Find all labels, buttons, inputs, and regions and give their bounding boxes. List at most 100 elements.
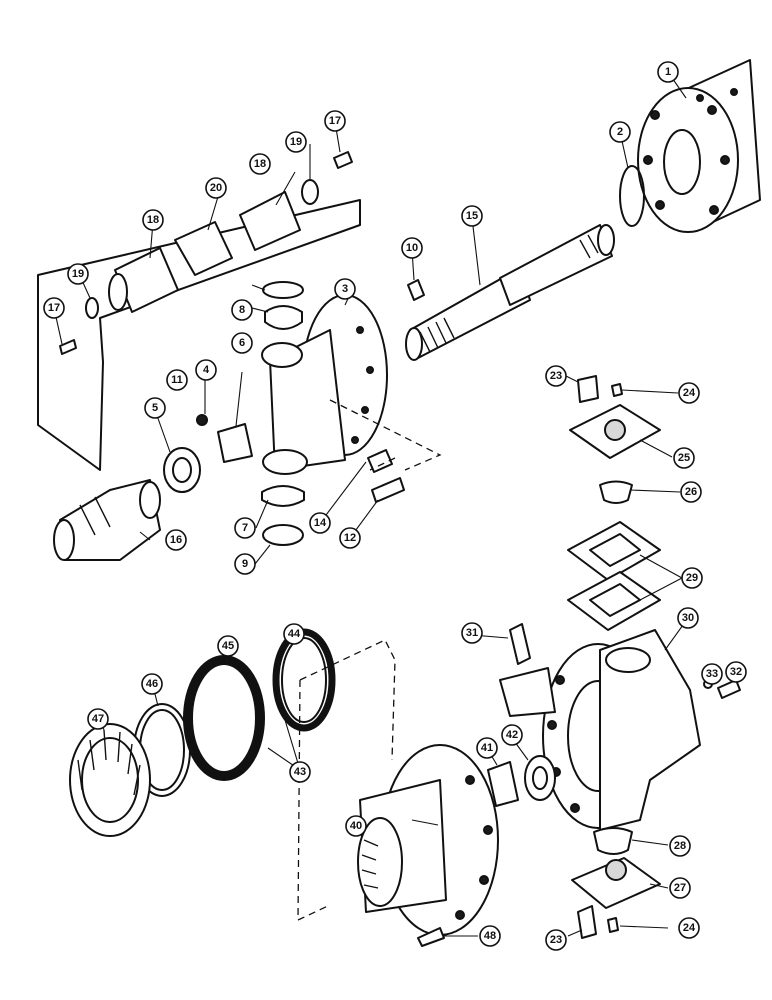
callout-41: 41 [476, 737, 498, 759]
callout-1: 1 [657, 61, 679, 83]
callout-29: 29 [681, 567, 703, 589]
svg-text:29: 29 [686, 572, 698, 584]
snap-ring-19-top [301, 179, 319, 205]
callout-17-left: 17 [43, 297, 65, 319]
svg-text:14: 14 [314, 517, 327, 529]
callout-27: 27 [669, 877, 691, 899]
callout-19-top: 19 [285, 131, 307, 153]
svg-text:26: 26 [685, 486, 697, 498]
svg-text:3: 3 [342, 283, 348, 295]
svg-text:15: 15 [466, 210, 478, 222]
svg-text:41: 41 [481, 742, 493, 754]
svg-text:42: 42 [506, 729, 518, 741]
callout-23-bottom: 23 [545, 929, 567, 951]
svg-text:32: 32 [730, 666, 742, 678]
bolt-12 [371, 477, 405, 503]
callout-43: 43 [289, 761, 311, 783]
callout-25: 25 [673, 447, 695, 469]
callout-46: 46 [141, 673, 163, 695]
seal-45 [183, 655, 265, 781]
callout-33: 33 [701, 663, 723, 685]
callout-45: 45 [217, 635, 239, 657]
svg-text:23: 23 [550, 370, 562, 382]
svg-text:31: 31 [466, 627, 478, 639]
seal-42 [524, 755, 556, 801]
svg-text:24: 24 [683, 922, 696, 934]
svg-text:16: 16 [170, 534, 182, 546]
bolt-17-left [59, 339, 77, 355]
callout-24-top: 24 [678, 382, 700, 404]
svg-text:47: 47 [92, 713, 104, 725]
seal-5 [163, 447, 201, 493]
yoke-flange [261, 294, 388, 475]
race-44 [272, 628, 336, 732]
bolt-48 [417, 927, 445, 947]
o-ring-2 [619, 165, 645, 227]
callout-24-bottom: 24 [678, 917, 700, 939]
svg-text:1: 1 [665, 66, 671, 78]
svg-text:2: 2 [617, 126, 623, 138]
callout-8: 8 [231, 299, 253, 321]
svg-text:23: 23 [550, 934, 562, 946]
callout-23-top: 23 [545, 365, 567, 387]
callout-19-left: 19 [67, 263, 89, 285]
callout-42: 42 [501, 724, 523, 746]
svg-text:48: 48 [484, 930, 496, 942]
svg-text:45: 45 [222, 640, 234, 652]
callout-26: 26 [680, 481, 702, 503]
svg-text:17: 17 [329, 115, 341, 127]
svg-text:8: 8 [239, 304, 245, 316]
callout-16: 16 [165, 529, 187, 551]
snap-ring-19-left [85, 297, 99, 319]
bearing-cup-7 [261, 485, 305, 507]
pin-31 [509, 623, 531, 665]
callout-18-left: 18 [142, 209, 164, 231]
svg-text:4: 4 [203, 364, 210, 376]
ring-9 [262, 524, 304, 546]
svg-text:24: 24 [683, 387, 696, 399]
shim-29-top [567, 521, 661, 581]
grease-fitting-11 [196, 414, 208, 426]
inset-frame [37, 199, 361, 471]
svg-text:20: 20 [210, 182, 222, 194]
bolt-32 [717, 679, 741, 699]
svg-text:30: 30 [682, 612, 694, 624]
callout-3: 3 [334, 278, 356, 300]
callout-11: 11 [166, 369, 188, 391]
cross-spider-20 [174, 221, 233, 276]
svg-text:19: 19 [72, 268, 84, 280]
steering-knuckle [499, 629, 701, 831]
shim-29-bottom [567, 571, 661, 631]
hub-spindle [357, 744, 499, 936]
svg-text:25: 25 [678, 452, 690, 464]
svg-text:40: 40 [350, 820, 362, 832]
yoke-18-top [239, 191, 301, 251]
callout-20: 20 [205, 177, 227, 199]
tapered-roller-bearing-47 [69, 723, 151, 837]
svg-text:44: 44 [288, 628, 301, 640]
callout-15: 15 [461, 205, 483, 227]
svg-text:5: 5 [152, 402, 158, 414]
svg-text:7: 7 [242, 522, 248, 534]
callout-2: 2 [609, 121, 631, 143]
stud-10 [407, 279, 425, 301]
svg-text:19: 19 [290, 136, 302, 148]
callout-40: 40 [345, 815, 367, 837]
svg-text:10: 10 [406, 242, 418, 254]
callout-48: 48 [479, 925, 501, 947]
svg-text:12: 12 [344, 532, 356, 544]
bushing-26 [599, 480, 633, 504]
axle-shaft [405, 224, 615, 361]
callout-31: 31 [461, 622, 483, 644]
bearing-cup-41 [487, 761, 519, 807]
callout-18-top: 18 [249, 153, 271, 175]
svg-text:18: 18 [147, 214, 159, 226]
bearing-cap-6 [264, 305, 303, 330]
svg-text:28: 28 [674, 840, 686, 852]
callout-6: 6 [231, 332, 253, 354]
svg-text:6: 6 [239, 337, 245, 349]
callout-30: 30 [677, 607, 699, 629]
svg-text:27: 27 [674, 882, 686, 894]
bolt-23-bottom [577, 905, 597, 939]
